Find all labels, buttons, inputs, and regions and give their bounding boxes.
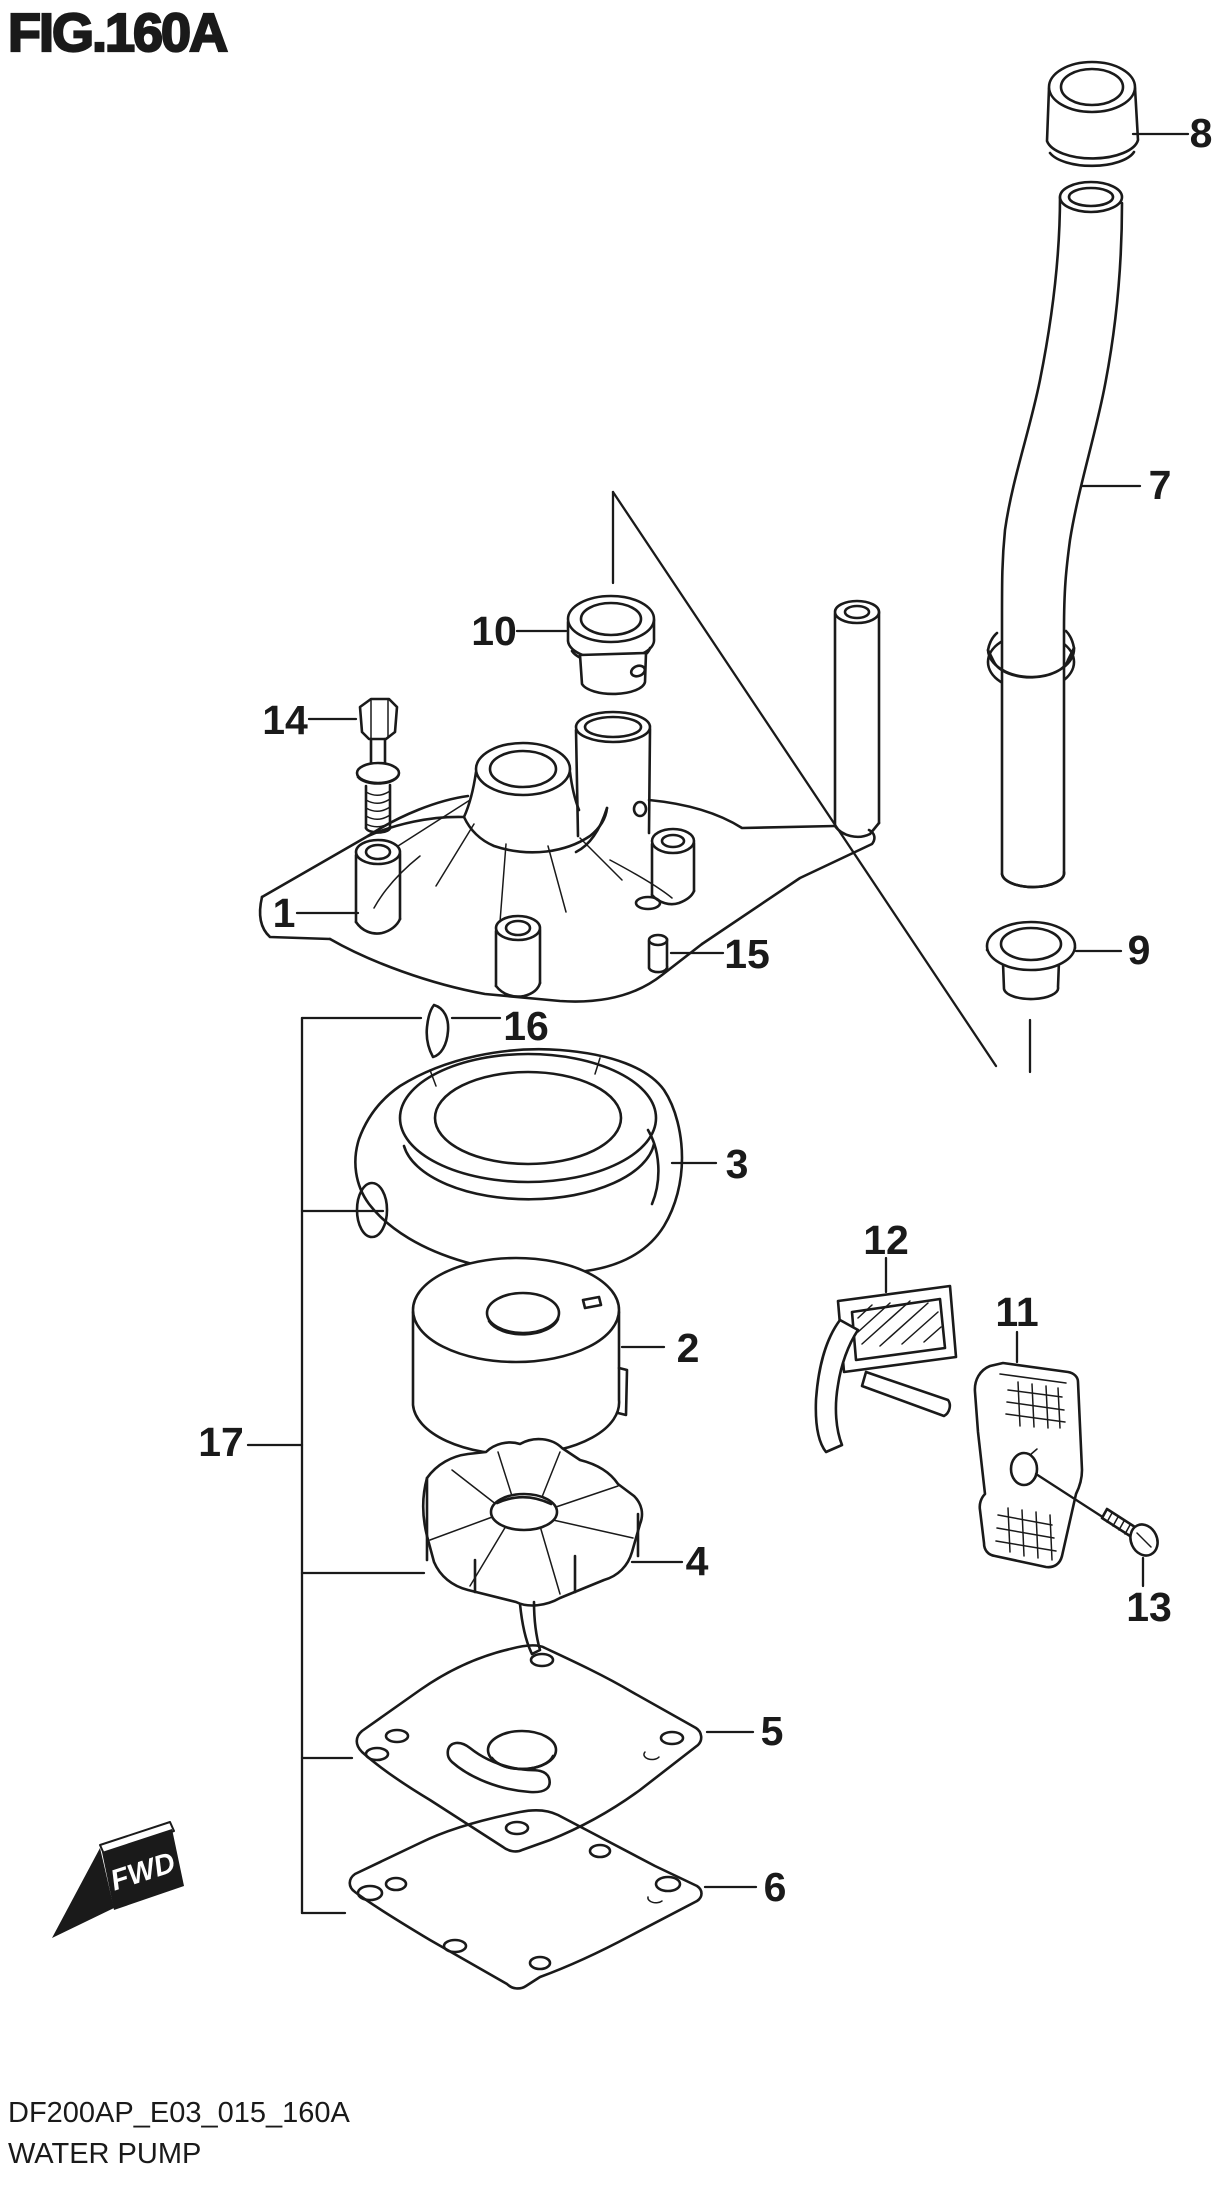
part-12-clamp <box>814 1284 958 1454</box>
part-label-2: 2 <box>677 1325 700 1371</box>
part-label-12: 12 <box>863 1217 909 1263</box>
part-label-14: 14 <box>262 697 308 743</box>
part-label-8: 8 <box>1190 110 1212 156</box>
part-13-screw <box>1100 1507 1159 1557</box>
part-label-4: 4 <box>686 1538 709 1584</box>
leader-lines <box>246 132 1190 1915</box>
fwd-arrow: FWD <box>52 1821 184 1938</box>
part-15-dowel-pin <box>647 933 669 974</box>
part-2-liner <box>411 1256 629 1456</box>
part-label-16: 16 <box>503 1003 549 1049</box>
part-label-10: 10 <box>471 608 517 654</box>
fwd-arrowhead-icon <box>52 1848 114 1938</box>
part-label-13: 13 <box>1126 1584 1172 1630</box>
part-7-water-pipe <box>986 180 1124 889</box>
part-16-key <box>425 1003 450 1059</box>
part-label-17: 17 <box>198 1419 244 1465</box>
part-6-gasket <box>348 1809 703 1990</box>
part-label-6: 6 <box>764 1864 787 1910</box>
part-label-5: 5 <box>761 1708 784 1754</box>
part-14-bolt <box>355 697 401 834</box>
part-11-plate <box>973 1361 1084 1569</box>
drawing-code: DF200AP_E03_015_160A <box>8 2097 350 2129</box>
part-label-1: 1 <box>273 890 296 936</box>
part-9-seal <box>985 920 1077 1001</box>
part-3-under-panel <box>354 1047 684 1275</box>
part-number-labels: 8 7 9 10 14 1 15 16 3 2 12 11 4 13 5 6 1… <box>198 110 1212 1910</box>
part-label-3: 3 <box>726 1141 749 1187</box>
assembly-axis-lines <box>611 490 1032 1074</box>
part-label-15: 15 <box>724 931 770 977</box>
part-1-pump-case <box>258 599 881 1003</box>
part-10-pipe-joint <box>566 594 656 696</box>
part-label-7: 7 <box>1149 462 1172 508</box>
part-8-seal-grommet <box>1045 60 1140 168</box>
drawing-title: WATER PUMP <box>8 2138 202 2170</box>
part-4-impeller <box>421 1437 644 1656</box>
figure-title: FIG.160A <box>7 2 229 64</box>
part-label-9: 9 <box>1128 927 1151 973</box>
part-5-gasket <box>355 1644 703 1853</box>
part-label-11: 11 <box>995 1289 1038 1335</box>
